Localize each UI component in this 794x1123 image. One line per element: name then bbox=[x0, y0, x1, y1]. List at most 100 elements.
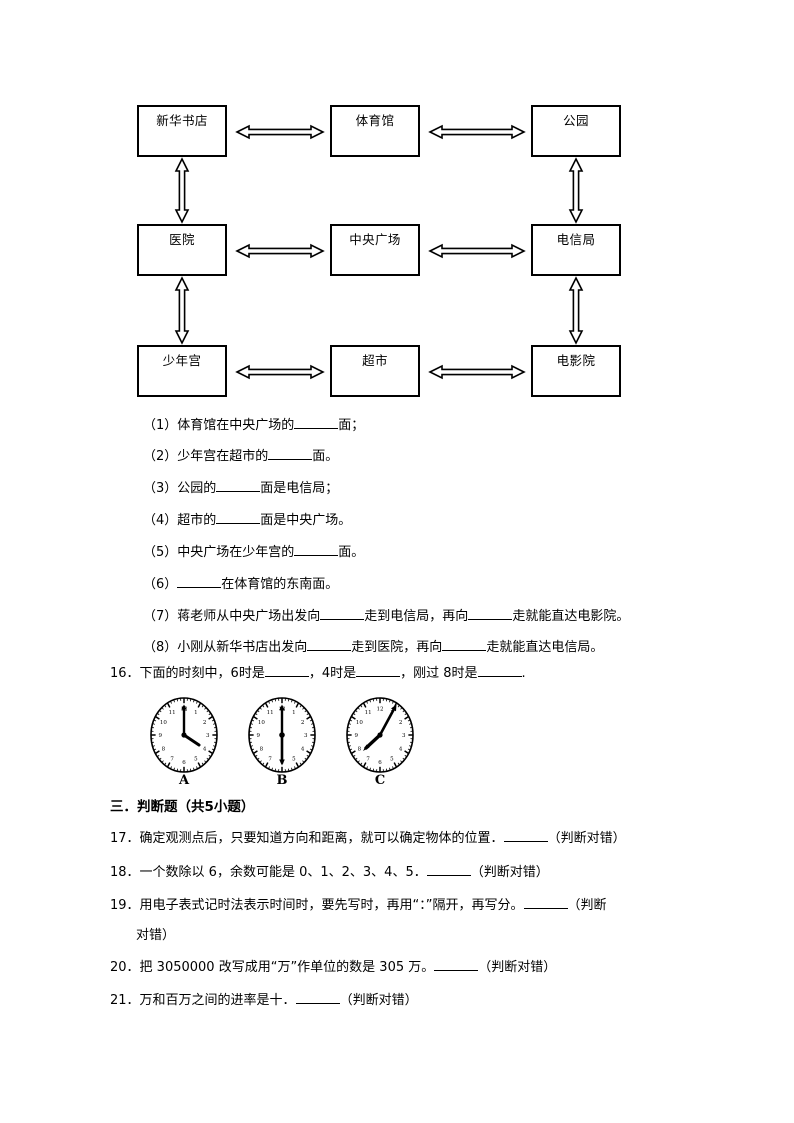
map-box-cinema: 电影院 bbox=[531, 345, 621, 397]
sub-question-number: （1） bbox=[143, 418, 178, 433]
answer-blank[interactable] bbox=[268, 459, 313, 460]
svg-text:9: 9 bbox=[158, 733, 162, 739]
map-box-label: 体育馆 bbox=[355, 113, 395, 128]
answer-blank[interactable] bbox=[295, 1003, 340, 1004]
sub-question-8: （8）小刚从新华书店出发向走到医院，再向走就能直达电信局。 bbox=[143, 641, 603, 654]
answer-blank[interactable] bbox=[434, 970, 479, 971]
answer-blank[interactable] bbox=[503, 841, 548, 842]
sub-question-4: （4）超市的面是中央广场。 bbox=[143, 514, 351, 527]
answer-blank[interactable] bbox=[320, 619, 365, 620]
hour-hand bbox=[182, 733, 201, 747]
arrow-gym-park bbox=[428, 124, 526, 140]
sub-question-text: 超市的 bbox=[177, 513, 217, 528]
question-20-text: 把 3050000 改写成用“万”作单位的数是 305 万。 bbox=[139, 960, 435, 975]
clock-c: 123456789101112 C bbox=[344, 695, 416, 788]
question-18-suffix: （判断对错） bbox=[470, 865, 549, 880]
question-16: 16．下面的时刻中，6时是，4时是，刚过 8时是. bbox=[110, 667, 526, 680]
answer-blank[interactable] bbox=[523, 908, 568, 909]
clock-center bbox=[377, 732, 383, 738]
map-box-label: 中央广场 bbox=[349, 232, 401, 247]
svg-text:10: 10 bbox=[160, 720, 167, 726]
clock-center bbox=[181, 732, 187, 738]
minute-hand-tip bbox=[279, 704, 285, 710]
answer-blank[interactable] bbox=[307, 650, 352, 651]
sub-question-text-tail: 走就能直达电影院。 bbox=[512, 609, 630, 624]
arrow-youth-market bbox=[235, 364, 325, 380]
question-number: 18． bbox=[110, 865, 140, 880]
arrow-bookstore-gym bbox=[235, 124, 325, 140]
clock-label-b: B bbox=[276, 773, 288, 788]
question-19: 19．用电子表式记时法表示时间时，要先写时，再用“：”隔开，再写分。 （判断 bbox=[110, 899, 607, 912]
svg-text:6: 6 bbox=[182, 760, 186, 766]
answer-blank[interactable] bbox=[442, 650, 487, 651]
arrow-square-telecom bbox=[428, 243, 526, 259]
svg-text:11: 11 bbox=[169, 710, 176, 716]
question-16-text-4: . bbox=[521, 666, 526, 681]
svg-text:8: 8 bbox=[162, 747, 166, 753]
svg-text:7: 7 bbox=[366, 756, 370, 762]
map-box-bookstore: 新华书店 bbox=[137, 105, 227, 157]
question-16-text-1: 下面的时刻中，6时是 bbox=[139, 666, 265, 681]
arrow-hospital-square bbox=[235, 243, 325, 259]
question-number: 17． bbox=[110, 831, 140, 846]
map-box-label: 新华书店 bbox=[156, 113, 208, 128]
svg-text:9: 9 bbox=[256, 733, 260, 739]
question-19-continued: 对错） bbox=[136, 928, 176, 943]
map-box-label: 电信局 bbox=[556, 232, 596, 247]
arrow-market-cinema bbox=[428, 364, 526, 380]
question-20: 20．把 3050000 改写成用“万”作单位的数是 305 万。（判断对错） bbox=[110, 961, 556, 974]
clock-face-b: 123456789101112 bbox=[248, 697, 316, 773]
sub-question-text: 蒋老师从中央广场出发向 bbox=[177, 609, 321, 624]
answer-blank[interactable] bbox=[426, 875, 471, 876]
location-map-diagram: 新华书店 体育馆 公园 医院 中央广场 电信局 少年宫 超市 电影院 bbox=[0, 0, 794, 410]
question-number: 19． bbox=[110, 898, 140, 913]
answer-blank[interactable] bbox=[356, 676, 401, 677]
sub-question-number: （3） bbox=[143, 481, 178, 496]
clock-label-c: C bbox=[374, 773, 386, 788]
sub-question-number: （4） bbox=[143, 513, 178, 528]
question-21: 21．万和百万之间的进率是十．（判断对错） bbox=[110, 994, 418, 1007]
sub-question-text-tail: 在体育馆的东南面。 bbox=[221, 577, 339, 592]
svg-text:3: 3 bbox=[206, 733, 210, 739]
svg-text:4: 4 bbox=[203, 747, 207, 753]
answer-blank[interactable] bbox=[216, 523, 261, 524]
map-box-label: 超市 bbox=[362, 353, 388, 368]
answer-blank[interactable] bbox=[294, 555, 339, 556]
answer-blank[interactable] bbox=[294, 428, 339, 429]
svg-text:1: 1 bbox=[292, 710, 296, 716]
clock-face-a: 123456789101112 bbox=[150, 697, 218, 773]
question-16-text-3: ，刚过 8时是 bbox=[400, 666, 478, 681]
question-19-suffix: （判断 bbox=[567, 898, 607, 913]
question-21-suffix: （判断对错） bbox=[339, 993, 418, 1008]
svg-text:4: 4 bbox=[399, 747, 403, 753]
sub-question-7: （7）蒋老师从中央广场出发向走到电信局，再向走就能直达电影院。 bbox=[143, 610, 629, 623]
svg-text:2: 2 bbox=[203, 720, 207, 726]
clock-center bbox=[279, 732, 285, 738]
map-box-label: 电影院 bbox=[556, 353, 596, 368]
arrow-park-telecom bbox=[568, 157, 584, 224]
answer-blank[interactable] bbox=[264, 676, 309, 677]
map-box-hospital: 医院 bbox=[137, 224, 227, 276]
question-19-text: 用电子表式记时法表示时间时，要先写时，再用“：”隔开，再写分。 bbox=[139, 898, 524, 913]
answer-blank[interactable] bbox=[468, 619, 513, 620]
sub-question-number: （5） bbox=[143, 545, 178, 560]
minute-hand bbox=[378, 708, 396, 736]
hour-hand bbox=[364, 733, 382, 750]
answer-blank[interactable] bbox=[216, 491, 261, 492]
question-21-text: 万和百万之间的进率是十． bbox=[139, 993, 296, 1008]
question-20-suffix: （判断对错） bbox=[478, 960, 557, 975]
section-heading-3: 三．判断题（共5小题） bbox=[110, 799, 255, 815]
sub-question-text: 公园的 bbox=[177, 481, 217, 496]
answer-blank[interactable] bbox=[177, 587, 222, 588]
svg-text:11: 11 bbox=[365, 710, 372, 716]
svg-text:11: 11 bbox=[267, 710, 274, 716]
map-box-youth: 少年宫 bbox=[137, 345, 227, 397]
answer-blank[interactable] bbox=[477, 676, 522, 677]
sub-question-text: 体育馆在中央广场的 bbox=[177, 418, 295, 433]
clock-label-a: A bbox=[178, 773, 190, 788]
svg-text:12: 12 bbox=[377, 707, 384, 713]
sub-question-text-tail: 面是电信局； bbox=[260, 481, 339, 496]
svg-text:8: 8 bbox=[260, 747, 264, 753]
hour-hand-tip bbox=[363, 744, 370, 751]
